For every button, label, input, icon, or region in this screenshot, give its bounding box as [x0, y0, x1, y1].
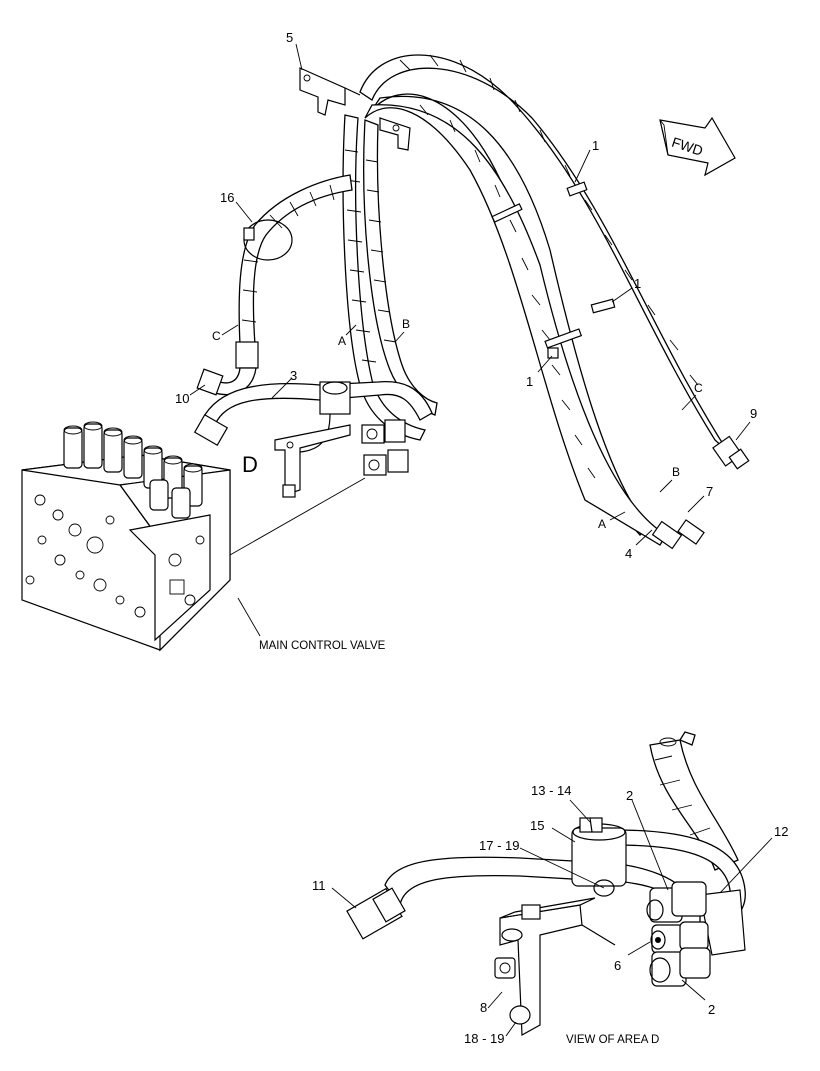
callout-1a: 1: [592, 138, 599, 153]
hose-letter-c-left: C: [212, 329, 221, 343]
clip-1-top: [491, 181, 588, 223]
callout-13-14: 13 - 14: [531, 783, 571, 798]
detail-hose-12: [614, 731, 746, 931]
valve-ports: [25, 494, 205, 618]
hose-a-b-left: [342, 114, 438, 441]
port-fittings-upper: [361, 419, 409, 476]
callout-16: 16: [220, 190, 234, 205]
hose-c-right: [359, 54, 750, 470]
callout-6: 6: [614, 958, 621, 973]
main-control-valve: [21, 421, 231, 652]
clamp-16: [243, 219, 293, 261]
detail-clamp-15: [571, 817, 627, 897]
callout-3: 3: [290, 368, 297, 383]
label-view-of-area-d: VIEW OF AREA D: [566, 1034, 659, 1046]
bracket-5: [299, 67, 361, 116]
callout-7: 7: [706, 484, 713, 499]
area-marker-d: D: [242, 452, 258, 477]
hose-bracket-top: [379, 117, 411, 151]
callout-4: 4: [625, 546, 632, 561]
detail-bracket: [494, 897, 616, 1036]
hose-letter-c-right: C: [694, 381, 703, 395]
callout-17-19: 17 - 19: [479, 838, 519, 853]
callout-11: 11: [312, 878, 326, 893]
hose-letter-a-left: A: [338, 334, 346, 348]
callout-9: 9: [750, 406, 757, 421]
callout-1b: 1: [634, 276, 641, 291]
fwd-arrow-icon: FWD: [659, 116, 736, 177]
clip-1-middle: [590, 298, 616, 314]
callout-1c: 1: [526, 374, 533, 389]
bracket-d-upper: [274, 424, 351, 498]
hose-a-b-middle: [364, 93, 705, 550]
hose-letter-a-right: A: [598, 517, 606, 531]
callout-2b: 2: [708, 1002, 715, 1017]
callout-15: 15: [530, 818, 544, 833]
hose-letter-b-left: B: [402, 317, 410, 331]
hose-c-left: [196, 174, 353, 396]
callout-8: 8: [480, 1000, 487, 1015]
callout-12: 12: [774, 824, 788, 839]
detail-port-fittings: [646, 881, 746, 987]
valve-spools: [63, 421, 203, 519]
callout-5: 5: [286, 30, 293, 45]
clip-1-lower: [544, 328, 583, 359]
callout-10: 10: [175, 391, 189, 406]
tube-3: [193, 380, 433, 446]
hose-letter-b-right: B: [672, 465, 680, 479]
callout-18-19: 18 - 19: [464, 1031, 504, 1046]
callout-2a: 2: [626, 788, 633, 803]
label-main-control-valve: MAIN CONTROL VALVE: [259, 640, 386, 652]
clamp-upper: [299, 381, 351, 453]
